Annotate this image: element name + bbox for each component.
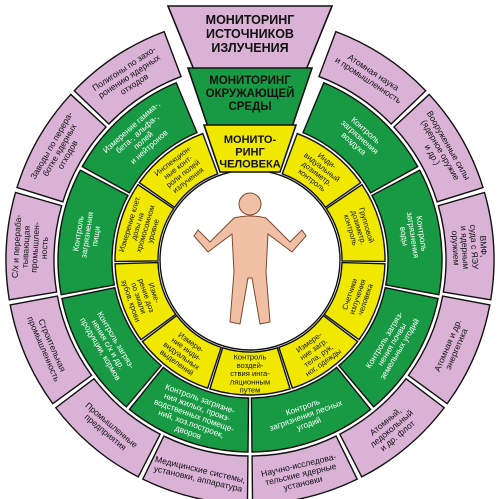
segment-nuclear-science — [318, 30, 427, 126]
centre-disc — [159, 169, 341, 351]
segment-group-dosimetry — [325, 183, 386, 263]
segment-agri-processing — [5, 191, 63, 301]
segment-gamma-beta-control — [81, 81, 198, 194]
segment-body-counters — [323, 261, 386, 341]
segment-research-units — [251, 435, 359, 499]
segment-housing-control — [128, 366, 250, 453]
segment-individual-release — [141, 314, 223, 390]
segment-soil-control — [337, 286, 439, 408]
segment-ore-processing — [16, 93, 108, 203]
segment-atomic-fleet — [338, 377, 446, 478]
middle-ring — [57, 81, 443, 453]
segment-inspection-devices — [138, 132, 219, 209]
segment-food-control — [57, 169, 129, 296]
segment-medical-systems — [141, 435, 249, 499]
human-figure-icon — [193, 192, 307, 325]
inner-ring — [114, 132, 386, 396]
segment-chromosome-level — [114, 183, 175, 263]
outer-ring — [5, 30, 495, 499]
segment-forest-control — [250, 366, 372, 453]
segment-label-food-control: Контрользагрязненияпищи — [71, 210, 104, 260]
segment-construction — [9, 295, 93, 405]
segment-water-control — [371, 169, 443, 296]
segment-nuclear-weapons — [392, 93, 484, 203]
segment-industry — [54, 377, 162, 478]
segment-inhalation-control — [209, 346, 291, 396]
inner-header-block — [202, 124, 298, 173]
segment-nuclear-energy — [407, 295, 491, 405]
segment-clothing-contamination — [277, 314, 359, 390]
segment-label-navy-nuclear: ВМФ,суда с ЯЭУи ядерныморужием — [449, 224, 489, 272]
segment-navy-nuclear — [437, 191, 495, 301]
segment-personal-dosimetry — [281, 132, 362, 209]
segment-waste-disposal — [73, 30, 182, 126]
segment-label-agri-processing: С/х и перераба-тывающаяпромышлен-ность — [10, 214, 51, 280]
segment-dose-teeth-blood — [114, 261, 177, 341]
segment-feed-control — [61, 286, 163, 408]
segment-air-control — [302, 81, 419, 194]
